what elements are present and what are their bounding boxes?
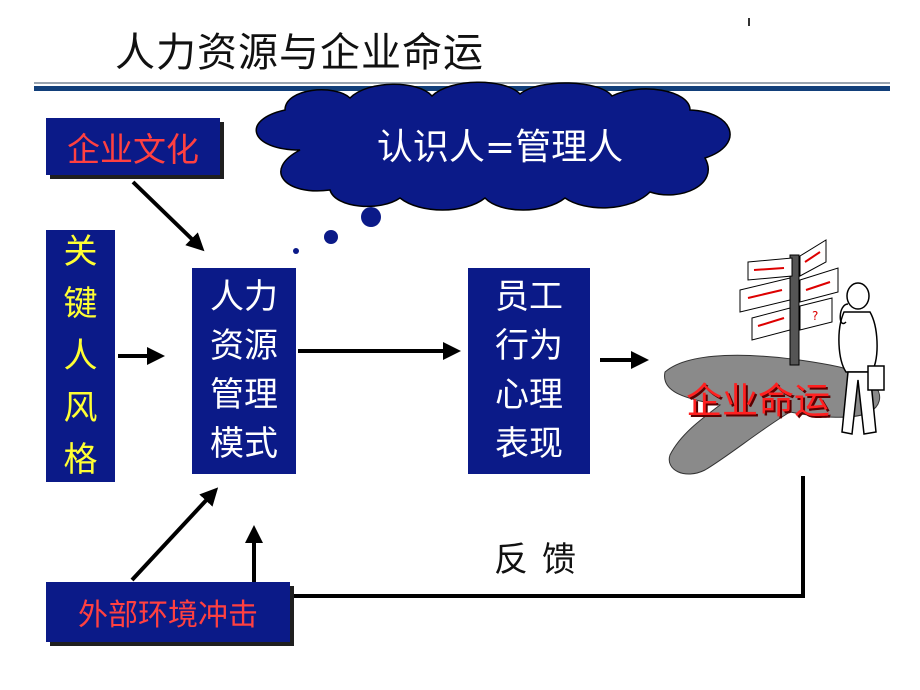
thought-bubble-small [293, 248, 299, 254]
arrow-external-to-hrm [130, 487, 219, 582]
key-person-char: 键 [63, 284, 98, 324]
page-title: 人力资源与企业命运 [115, 30, 484, 76]
employee-line: 行为 [495, 326, 563, 366]
feedback-label: 反馈 [494, 540, 590, 580]
cloud-label: 认识人=管理人 [376, 127, 624, 168]
thought-bubble-medium [324, 230, 338, 244]
key-person-style-box: 关 键 人 风 格 [46, 230, 115, 482]
svg-text:?: ? [812, 309, 818, 323]
employee-line: 表现 [495, 424, 563, 464]
enterprise-fate-label: 企业命运 [686, 381, 831, 422]
arrow-culture-to-hrm [131, 180, 205, 252]
thought-bubble-large [361, 207, 381, 227]
employee-line: 心理 [495, 375, 563, 415]
culture-box: 企业文化 [46, 118, 220, 175]
signpost-person-icon: ? [664, 239, 885, 475]
hrm-line: 人力 [210, 277, 278, 317]
decorative-tick [748, 18, 750, 26]
key-person-char: 格 [63, 440, 98, 480]
key-person-char: 风 [63, 388, 98, 428]
key-person-char: 人 [63, 336, 98, 376]
hrm-line: 模式 [210, 424, 278, 464]
employee-line: 员工 [495, 277, 563, 317]
employee-behavior-box: 员工 行为 心理 表现 [468, 268, 590, 474]
hrm-line: 资源 [210, 326, 278, 366]
key-person-char: 关 [63, 232, 98, 272]
external-impact-box: 外部环境冲击 [46, 582, 290, 642]
hrm-mode-box: 人力 资源 管理 模式 [192, 268, 296, 474]
thought-cloud [255, 81, 731, 211]
hrm-line: 管理 [210, 375, 278, 415]
feedback-loop-arrow [245, 476, 805, 598]
